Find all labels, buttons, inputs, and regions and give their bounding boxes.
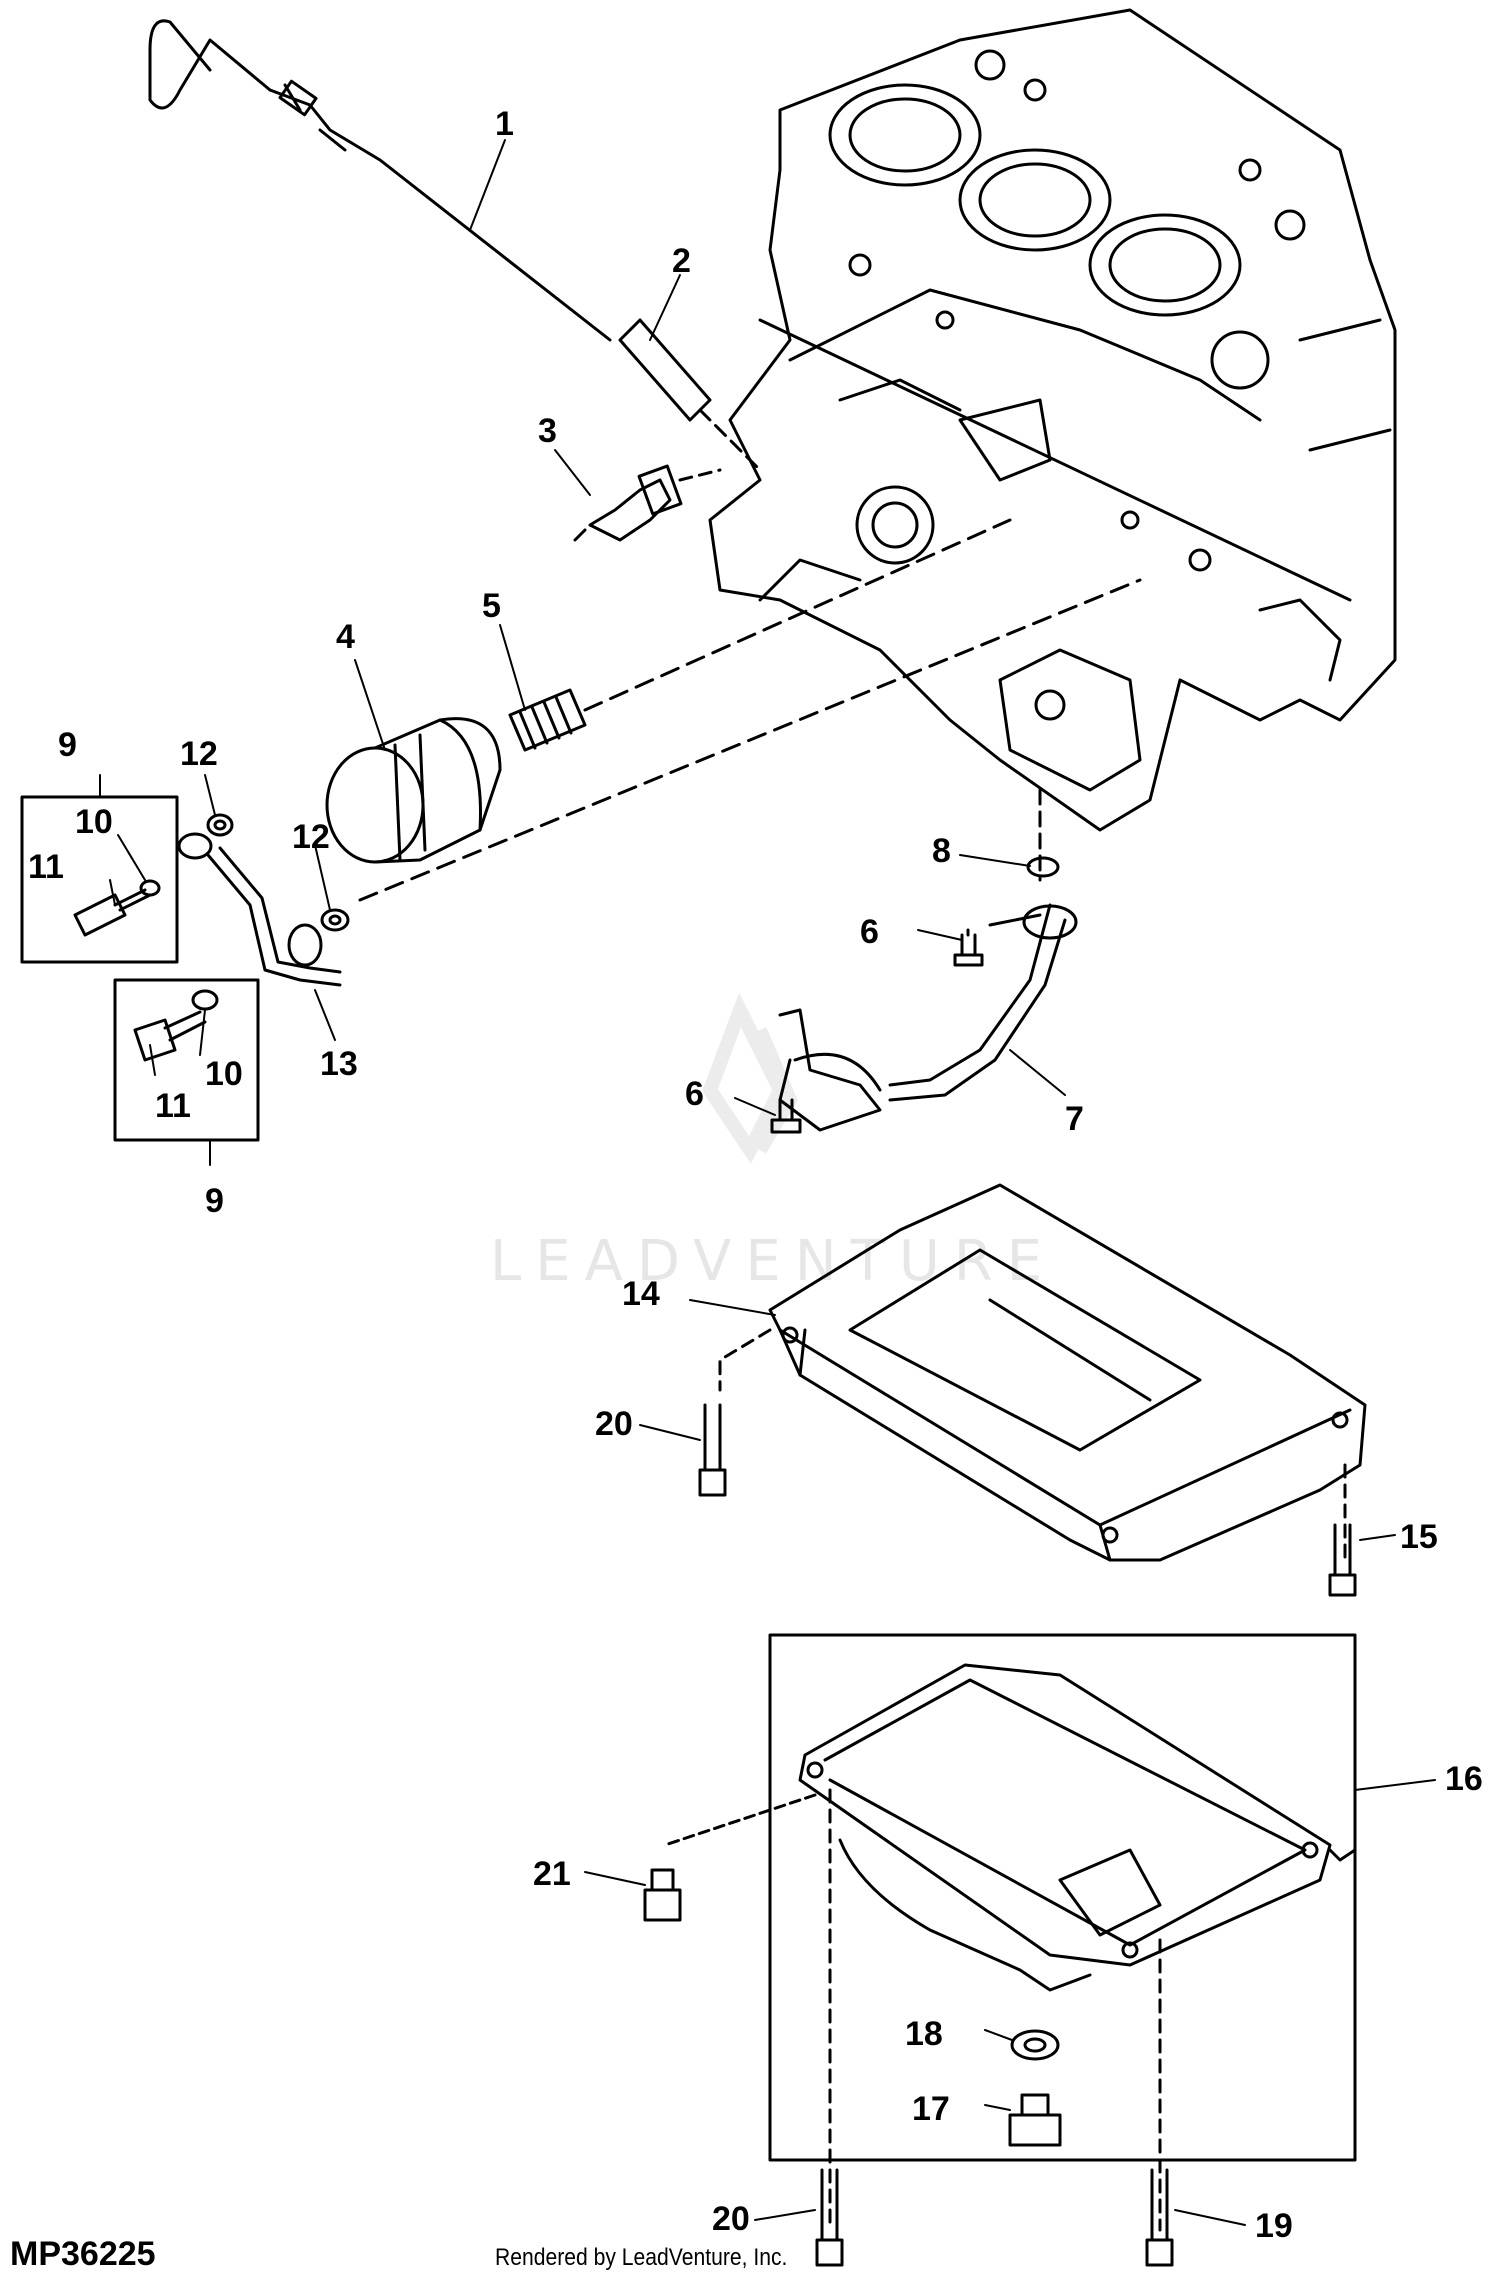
callout-19: 19 (1255, 2207, 1293, 2245)
callout-21: 21 (533, 1855, 571, 1893)
callout-9-lower: 9 (205, 1182, 224, 1220)
leader-lines (99, 139, 1436, 2226)
callout-12-upper: 12 (180, 735, 218, 773)
part-oil-line (177, 832, 342, 987)
part-oil-filter (325, 717, 502, 864)
callouts: 1 2 3 4 5 6 6 7 8 9 9 10 10 11 11 12 12 … (28, 105, 1483, 2245)
watermark: LEADVENTURE (490, 992, 1056, 1294)
callout-1: 1 (495, 105, 514, 143)
callout-15: 15 (1400, 1518, 1438, 1556)
part-threaded-nipple (358, 518, 1142, 902)
part-cap-screw-20-upper (698, 1403, 727, 1497)
callout-11-upper: 11 (28, 848, 64, 886)
callout-17: 17 (912, 2090, 950, 2128)
part-cap-screw-upper (953, 928, 984, 967)
part-cap-screw-lower (770, 1098, 802, 1134)
callout-12-lower: 12 (292, 818, 330, 856)
callout-10-lower: 10 (205, 1055, 243, 1093)
callout-7: 7 (1065, 1100, 1084, 1138)
callout-2: 2 (672, 242, 691, 280)
diagram-id: MP36225 (10, 2235, 156, 2273)
part-drain-gasket (1010, 2029, 1060, 2061)
part-washer-upper (206, 813, 234, 837)
part-dipstick (148, 19, 612, 342)
part-kit-box-upper (20, 795, 179, 964)
callout-13: 13 (320, 1045, 358, 1083)
part-drain-plug (1008, 2093, 1062, 2147)
callout-5: 5 (482, 587, 501, 625)
callout-8: 8 (932, 832, 951, 870)
part-dipstick-tube (618, 318, 762, 472)
watermark-text: LEADVENTURE (490, 1229, 1056, 1294)
callout-9-upper: 9 (58, 726, 77, 764)
callout-20-upper: 20 (595, 1405, 633, 1443)
callout-18: 18 (905, 2015, 943, 2053)
part-oil-pressure-switch (573, 464, 722, 542)
part-cap-screw-19 (1145, 2168, 1174, 2267)
render-credit: Rendered by LeadVenture, Inc. (495, 2244, 788, 2271)
callout-6-upper: 6 (860, 913, 879, 951)
part-kit-box-lower (113, 978, 260, 1142)
callout-20-lower: 20 (712, 2200, 750, 2238)
part-flange-nut (643, 1868, 682, 1922)
callout-10-upper: 10 (75, 803, 113, 841)
part-cap-screw-15 (1328, 1523, 1357, 1597)
callout-3: 3 (538, 412, 557, 450)
part-oil-strainer (778, 788, 1078, 1132)
callout-4: 4 (336, 618, 355, 656)
part-o-ring (1026, 856, 1060, 878)
part-washer-lower (320, 908, 350, 932)
part-oil-pan (663, 1633, 1357, 2232)
callout-14: 14 (622, 1275, 660, 1313)
callout-16: 16 (1445, 1760, 1483, 1798)
callout-6-lower: 6 (685, 1075, 704, 1113)
part-oil-pan-frame (718, 1183, 1367, 1562)
engine-block (708, 8, 1397, 832)
part-cap-screw-20-lower (815, 2168, 844, 2267)
callout-11-lower: 11 (155, 1087, 191, 1125)
